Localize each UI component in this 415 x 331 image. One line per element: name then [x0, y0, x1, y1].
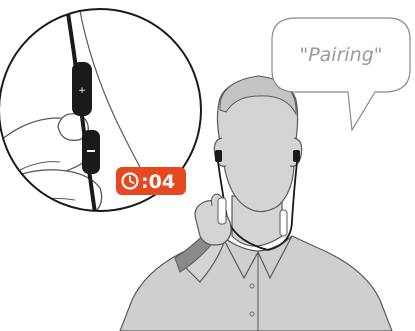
earbud-right: [293, 150, 300, 162]
zoom-remote-minus-icon: [87, 150, 95, 152]
speech-bubble-text: "Pairing": [299, 44, 382, 66]
cable-remote-left: [218, 198, 226, 224]
earbud-left: [215, 150, 222, 162]
cable-remote-right: [280, 210, 287, 236]
timer-badge: :04: [116, 167, 186, 195]
zoom-remote-plus-icon: +: [78, 86, 86, 96]
shirt: [120, 236, 392, 331]
zoom-inset: +: [0, 0, 201, 240]
zoom-finger: [0, 170, 102, 240]
timer-badge-text: :04: [141, 171, 175, 193]
